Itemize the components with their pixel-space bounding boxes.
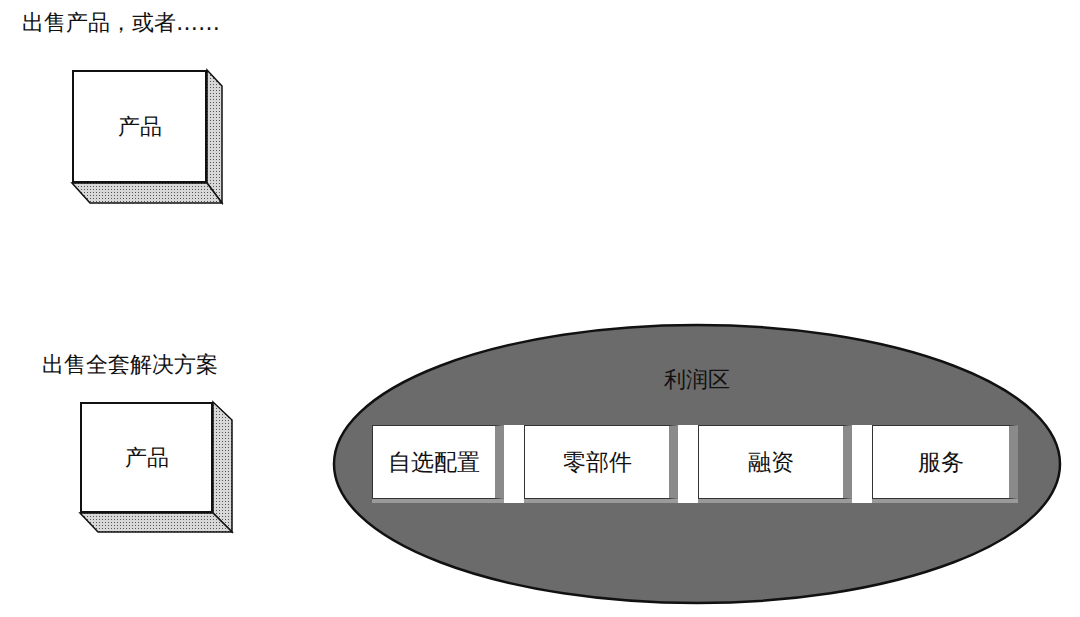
box-text: 零部件: [563, 447, 632, 478]
product-box: 产品: [72, 70, 207, 183]
zone-title: 利润区: [664, 365, 730, 395]
product-box: 产品: [80, 402, 213, 513]
box-text: 融资: [748, 447, 794, 478]
box-text: 产品: [118, 112, 162, 142]
profit-zone: 利润区自选配置 零部件 融资 服务: [332, 323, 1062, 605]
heading-label: 出售全套解决方案: [42, 350, 218, 380]
offer-box: 服务: [872, 425, 1018, 499]
cube-side: [80, 402, 232, 532]
cube-side: [72, 70, 222, 203]
offer-box: 零部件: [524, 425, 678, 499]
offer-box: 融资: [698, 425, 852, 499]
box-text: 服务: [918, 447, 964, 478]
box-text: 自选配置: [388, 447, 480, 478]
offer-box: 自选配置: [372, 425, 504, 499]
box-text: 产品: [125, 443, 169, 473]
heading-label: 出售产品，或者……: [22, 8, 220, 38]
